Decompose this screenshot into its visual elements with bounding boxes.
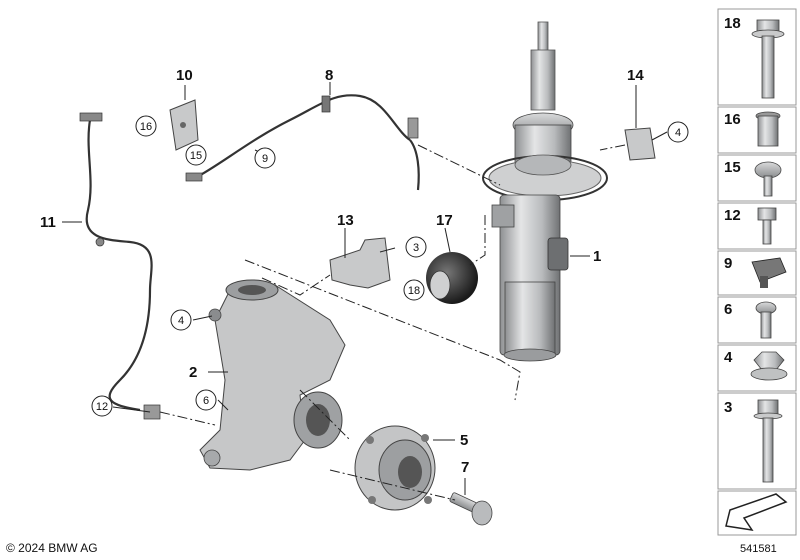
callout-8: 8 (325, 67, 333, 84)
spacer-sleeve-icon (755, 111, 781, 147)
rubber-mount (426, 252, 478, 304)
callout-3: 3 (413, 242, 419, 254)
circled-callouts: 3 4 4 6 9 12 15 16 18 (91, 115, 689, 417)
callout-10: 10 (176, 67, 193, 84)
callout-2: 2 (189, 364, 197, 381)
assembly-lines (159, 144, 626, 501)
callout-15: 15 (190, 150, 202, 162)
callout-12: 12 (96, 401, 108, 413)
sidebar-label-6: 6 (724, 301, 732, 318)
hex-screw-icon (757, 207, 777, 245)
wheel-speed-sensor-front (185, 94, 420, 191)
direction-arrow-icon (725, 493, 788, 532)
flange-bolt-icon (751, 19, 785, 99)
callout-18: 18 (408, 285, 420, 297)
wheel-hub (354, 425, 436, 511)
sidebar-label-3: 3 (724, 399, 732, 416)
leader-lines (62, 82, 668, 495)
sidebar-label-9: 9 (724, 255, 732, 272)
callout-7: 7 (461, 459, 469, 476)
socket-screw-icon (755, 301, 777, 339)
sidebar-label-18: 18 (724, 15, 741, 32)
callout-17: 17 (436, 212, 453, 229)
bracket-14 (624, 127, 656, 161)
flange-nut-icon (750, 351, 788, 381)
torx-screw-icon (754, 161, 782, 197)
callout-14: 14 (627, 67, 644, 84)
callout-4b: 4 (675, 127, 681, 139)
hub-bolt (449, 492, 493, 526)
callout-labels: 1 2 5 7 8 10 11 13 14 17 (40, 67, 644, 476)
callout-6: 6 (203, 395, 209, 407)
callout-1: 1 (593, 248, 601, 265)
callout-11: 11 (40, 214, 56, 231)
parts-sidebar: 18 16 15 12 9 (717, 8, 797, 536)
sidebar-label-15: 15 (724, 159, 741, 176)
copyright-text: © 2024 BMW AG (6, 541, 98, 555)
callout-4: 4 (178, 315, 184, 327)
callout-5: 5 (460, 432, 468, 449)
wheel-speed-sensor-rear (79, 112, 161, 420)
callout-13: 13 (337, 212, 354, 229)
shock-absorber-strut (482, 21, 608, 362)
steering-knuckle (199, 279, 346, 471)
bracket-13 (329, 237, 391, 289)
long-bolt-icon (753, 399, 783, 483)
sidebar-label-16: 16 (724, 111, 741, 128)
callout-16: 16 (140, 121, 152, 133)
callout-9: 9 (262, 153, 268, 165)
cable-clip-icon (751, 257, 787, 288)
diagram-id: 541581 (740, 543, 777, 555)
sidebar-label-12: 12 (724, 207, 741, 224)
bracket-10 (169, 99, 199, 151)
sidebar-label-4: 4 (724, 349, 733, 366)
